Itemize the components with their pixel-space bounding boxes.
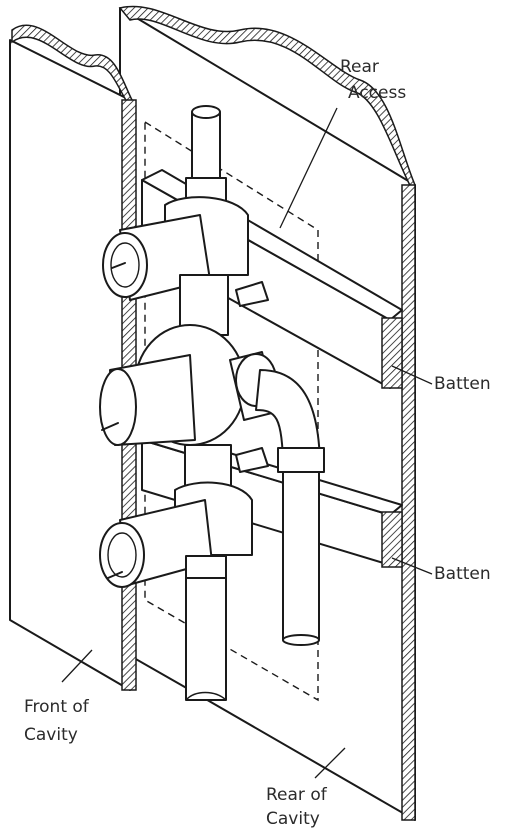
rear-access-label-line1: Rear [340,57,379,77]
batten-upper-label: Batten [434,374,491,394]
valve-body-central [99,274,325,473]
supply-pipe-top [191,105,221,181]
batten-lower-leader [391,557,433,575]
front-wall-panel [9,24,137,691]
rear-of-cavity-label-line2: Cavity [266,809,320,829]
rear-access-label-line2: Access [348,83,406,103]
rear-of-cavity-label-line1: Rear of [266,785,328,805]
front-of-cavity-label-line1: Front of [24,697,90,717]
front-of-cavity-leader [61,649,93,683]
valve-head-top [102,177,249,301]
rear-of-cavity-leader [314,747,346,779]
rear-access-leader [279,107,338,229]
outlet-pipe-lower [185,559,227,701]
front-of-cavity-label-line2: Cavity [24,725,78,745]
valve-head-bottom [99,444,253,588]
batten-upper-leader [391,365,433,385]
outlet-pipe-right [282,469,320,646]
batten-lower-label: Batten [434,564,491,584]
